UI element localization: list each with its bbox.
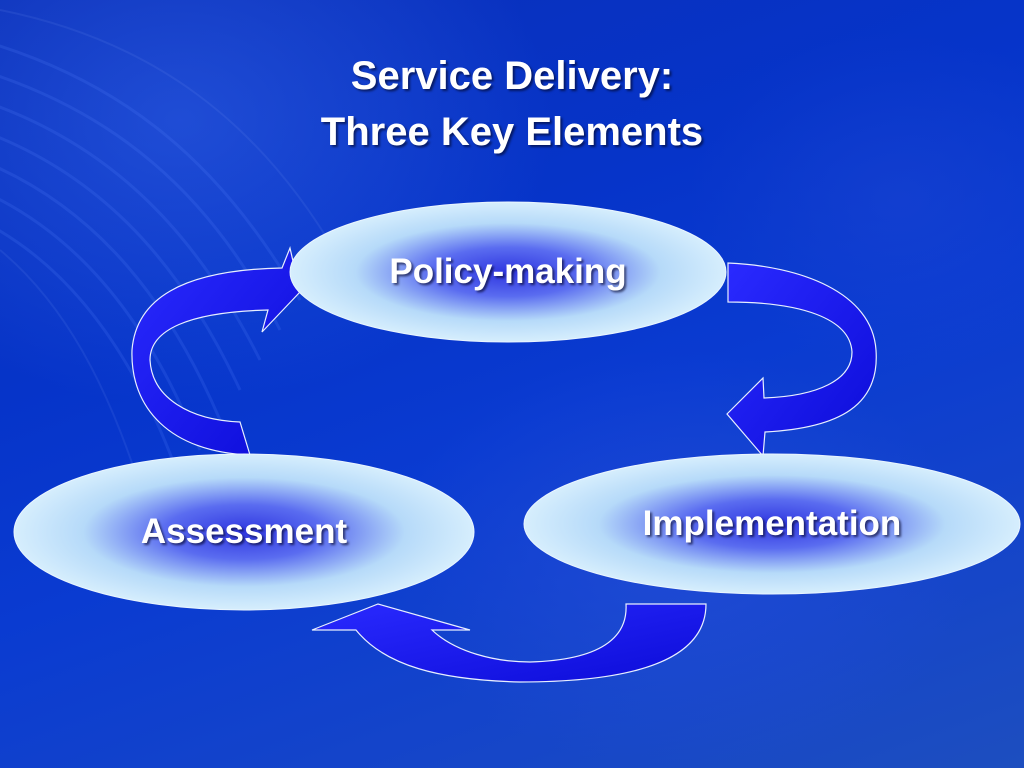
node-assessment-ellipse: [13, 453, 475, 611]
arrow-policy-to-implementation: [726, 262, 877, 458]
title-line-1: Service Delivery:: [350, 54, 674, 98]
slide-title: Service Delivery: Three Key Elements: [0, 48, 1024, 160]
node-policy-ellipse: [289, 201, 727, 343]
node-implementation-ellipse: [523, 453, 1021, 595]
node-label-policy: Policy-making: [389, 252, 627, 291]
title-line-2: Three Key Elements: [320, 110, 704, 154]
node-label-assessment: Assessment: [140, 512, 348, 551]
node-label-implementation: Implementation: [642, 504, 902, 543]
arrow-assessment-to-policy: [131, 245, 301, 456]
arrow-implementation-to-assessment: [311, 603, 707, 683]
